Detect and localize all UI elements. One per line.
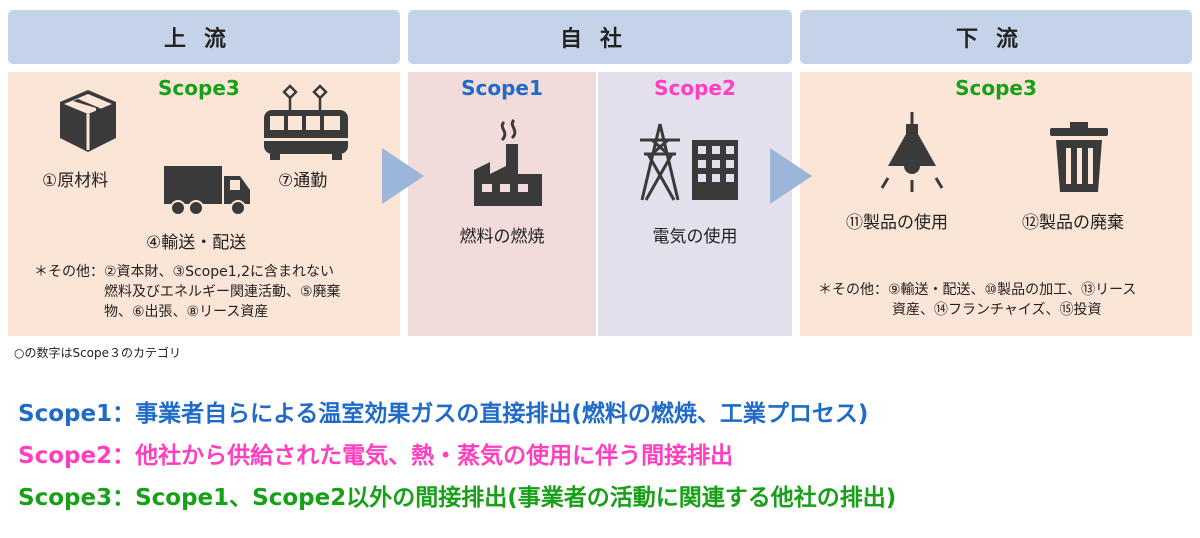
downstream-panel: Scope3 ⑪製品の使用 ⑫製品の廃棄 ＊その他：⑨輸送・配送、⑩製品の加工、… [800, 72, 1192, 336]
scope1-definition: Scope1：事業者自らによる温室効果ガスの直接排出(燃料の燃焼、工業プロセス) [18, 401, 869, 427]
scope2-label: Scope2 [654, 76, 736, 100]
factory-icon [474, 118, 542, 206]
header-upstream: 上流 [8, 10, 400, 64]
scope2-panel: Scope2 電気の使用 [598, 72, 792, 336]
downstream-note: ＊その他：⑨輸送・配送、⑩製品の加工、⑬リース 資産、⑭フランチャイズ、⑮投資 [818, 280, 1192, 320]
downstream-note-line-2: 資産、⑭フランチャイズ、⑮投資 [892, 302, 1102, 318]
upstream-note-line-2: 燃料及びエネルギー関連活動、⑤廃棄 [104, 284, 341, 300]
lamp-icon [880, 112, 944, 192]
scope1-panel: Scope1 燃料の燃焼 [408, 72, 596, 336]
scope3-definition: Scope3：Scope1、Scope2以外の間接排出(事業者の活動に関連する他… [18, 485, 897, 511]
downstream-note-line-1: ＊その他：⑨輸送・配送、⑩製品の加工、⑬リース [818, 282, 1137, 298]
category-caption: ○の数字はScope３のカテゴリ [14, 346, 182, 360]
electricity-use-label: 電気の使用 [652, 227, 738, 247]
upstream-note: ＊その他：②資本財、③Scope1,2に含まれない 燃料及びエネルギー関連活動、… [34, 262, 400, 322]
commute-label: ⑦通勤 [278, 171, 328, 191]
header-downstream: 下流 [800, 10, 1192, 64]
upstream-scope3-label: Scope3 [158, 76, 240, 100]
train-icon [264, 84, 348, 160]
power-tower-building-icon [640, 123, 738, 201]
upstream-note-line-3: 物、⑥出張、⑧リース資産 [104, 304, 269, 320]
raw-materials-label: ①原材料 [42, 171, 109, 191]
arrow-right-icon [382, 148, 424, 204]
trash-icon [1050, 122, 1108, 192]
product-use-label: ⑪製品の使用 [846, 213, 948, 233]
header-company: 自社 [408, 10, 792, 64]
scope2-definition: Scope2：他社から供給された電気、熱・蒸気の使用に伴う間接排出 [18, 443, 734, 469]
upstream-note-line-1: ＊その他：②資本財、③Scope1,2に含まれない [34, 264, 335, 280]
arrow-right-icon-2 [770, 148, 812, 204]
product-disposal-label: ⑫製品の廃棄 [1022, 213, 1124, 233]
transport-label: ④輸送・配送 [146, 233, 247, 253]
downstream-scope3-label: Scope3 [955, 76, 1037, 100]
box-icon [60, 90, 116, 152]
scope1-label: Scope1 [461, 76, 543, 100]
fuel-combustion-label: 燃料の燃焼 [459, 227, 545, 247]
truck-icon [164, 166, 250, 216]
upstream-panel: Scope3 ①原材料 ⑦通勤 ④輸送・配送 ＊その他：②資本財、③Scope1… [8, 72, 400, 336]
